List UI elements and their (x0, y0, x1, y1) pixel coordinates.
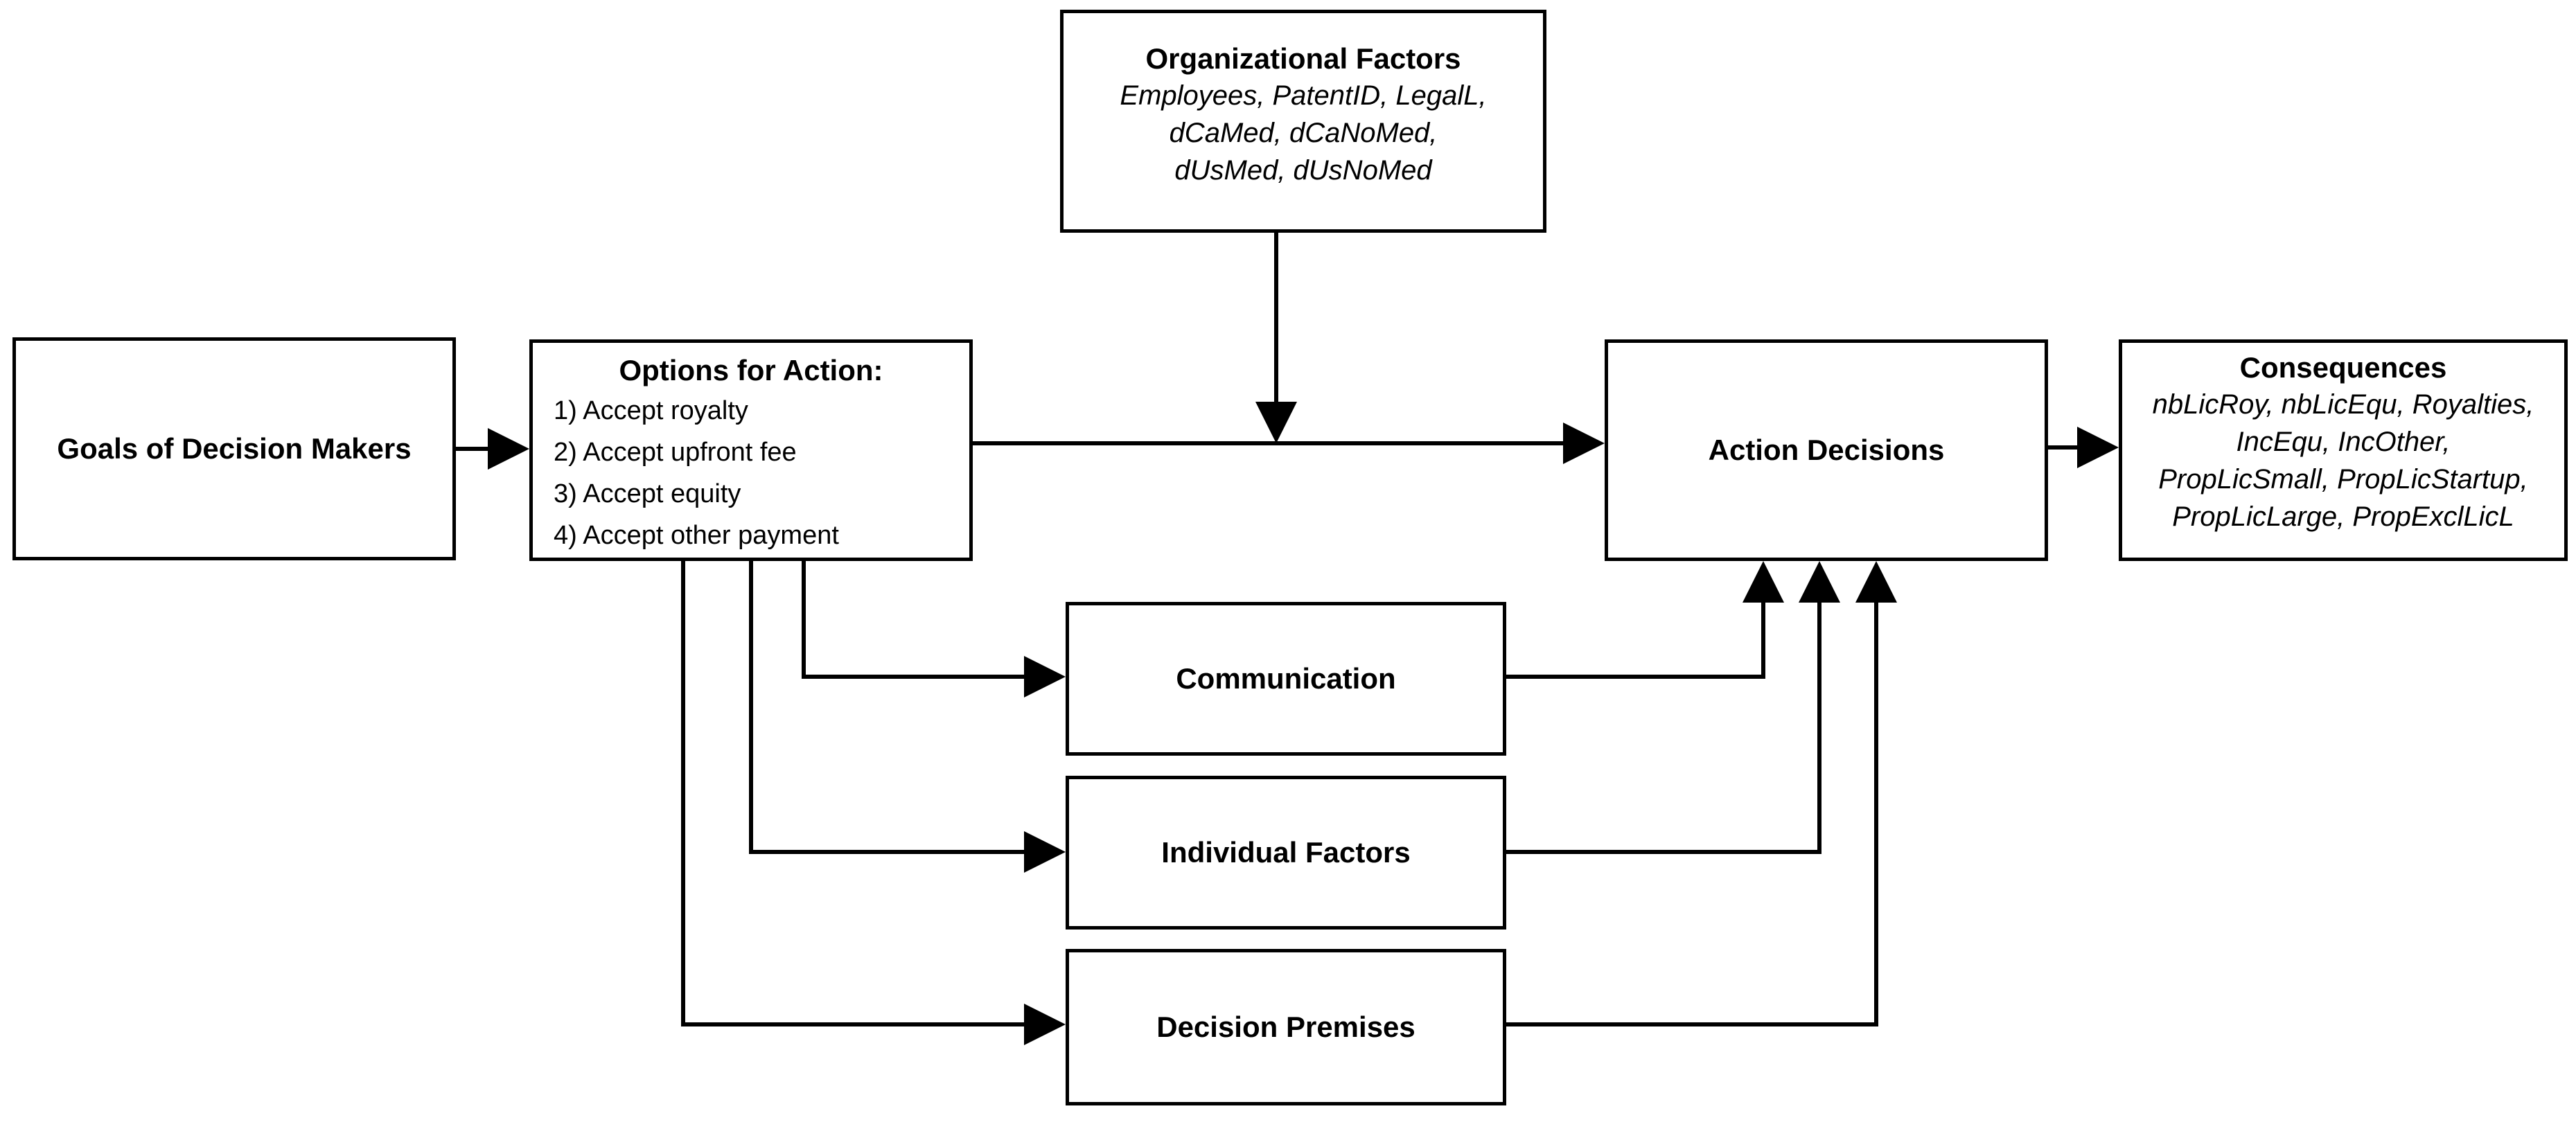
organizational-title: Organizational Factors (1145, 42, 1461, 75)
arrow-options-to-communication (802, 561, 1066, 697)
consequences-variables-line: nbLicRoy, nbLicEqu, Royalties, (2152, 389, 2534, 420)
consequences-variables-line: PropLicLarge, PropExclLicL (2172, 501, 2514, 532)
organizational-variables-line: dUsMed, dUsNoMed (1174, 155, 1432, 186)
goals-box: Goals of Decision Makers (12, 337, 456, 560)
action-title: Action Decisions (1708, 434, 1945, 466)
arrow-options-to-individual (749, 561, 1066, 873)
action-decisions-box: Action Decisions (1605, 339, 2048, 561)
consequences-box: Consequences nbLicRoy, nbLicEqu, Royalti… (2119, 339, 2568, 561)
organizational-factors-box: Organizational Factors Employees, Patent… (1060, 10, 1546, 233)
consequences-variables-line: PropLicSmall, PropLicStartup, (2158, 464, 2528, 495)
organizational-variables-line: dCaMed, dCaNoMed, (1169, 118, 1438, 148)
premises-title: Decision Premises (1156, 1011, 1415, 1043)
individual-title: Individual Factors (1161, 836, 1411, 869)
options-title: Options for Action: (619, 354, 883, 386)
goals-title: Goals of Decision Makers (57, 432, 412, 465)
communication-title: Communication (1176, 662, 1396, 695)
options-box: Options for Action: 1) Accept royalty 2)… (529, 339, 973, 561)
option-item: 2) Accept upfront fee (554, 438, 797, 467)
options-list: 1) Accept royalty 2) Accept upfront fee … (533, 390, 969, 556)
arrow-premises-to-action (1506, 561, 1897, 1026)
option-item: 4) Accept other payment (554, 521, 839, 550)
decision-premises-box: Decision Premises (1066, 949, 1506, 1105)
option-item: 3) Accept equity (554, 479, 741, 508)
arrow-options-to-premises (681, 561, 1066, 1045)
organizational-variables-line: Employees, PatentID, LegalL, (1120, 80, 1487, 111)
arrow-communication-to-action (1506, 561, 1784, 679)
consequences-variables-line: IncEqu, IncOther, (2236, 427, 2451, 457)
individual-factors-box: Individual Factors (1066, 776, 1506, 930)
option-item: 1) Accept royalty (554, 396, 748, 425)
arrow-individual-to-action (1506, 561, 1840, 854)
consequences-title: Consequences (2239, 351, 2447, 384)
communication-box: Communication (1066, 602, 1506, 756)
